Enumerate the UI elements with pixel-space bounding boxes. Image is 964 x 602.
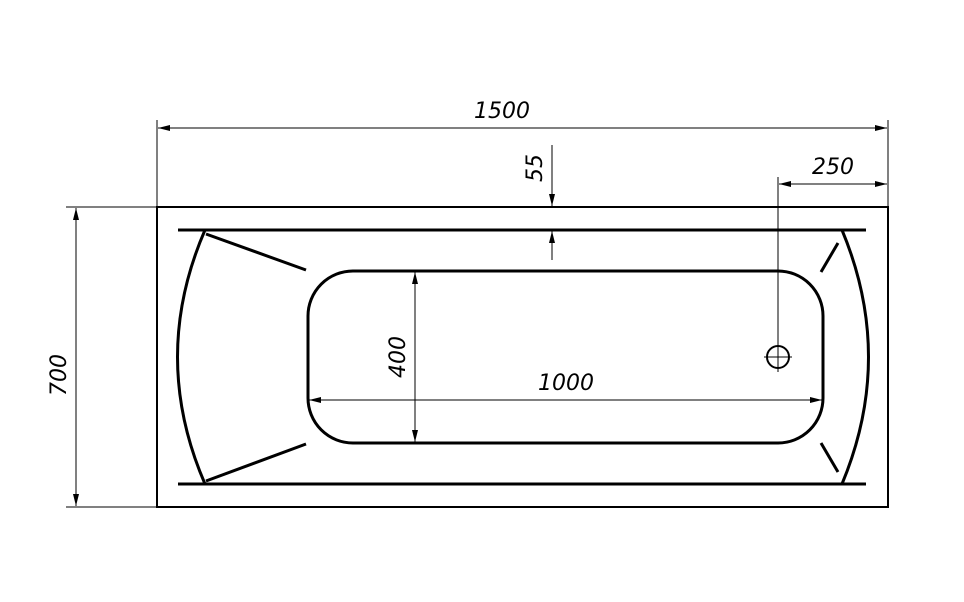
left-end-curve xyxy=(176,229,207,485)
right-lower-diagonal xyxy=(819,442,840,473)
dimension-label-1000: 1000 xyxy=(538,371,594,396)
dimension-label-700: 700 xyxy=(47,354,72,396)
dimension-label-1500: 1500 xyxy=(474,99,530,124)
dimension-label-55: 55 xyxy=(523,154,548,182)
tub-outline xyxy=(156,206,889,508)
right-upper-diagonal xyxy=(819,242,840,273)
right-end-curve xyxy=(840,229,870,485)
left-lower-diagonal xyxy=(205,442,307,483)
left-upper-diagonal xyxy=(205,232,307,272)
inner-basin xyxy=(306,269,825,445)
dimension-label-400: 400 xyxy=(386,336,411,378)
dimension-label-250: 250 xyxy=(812,155,854,180)
